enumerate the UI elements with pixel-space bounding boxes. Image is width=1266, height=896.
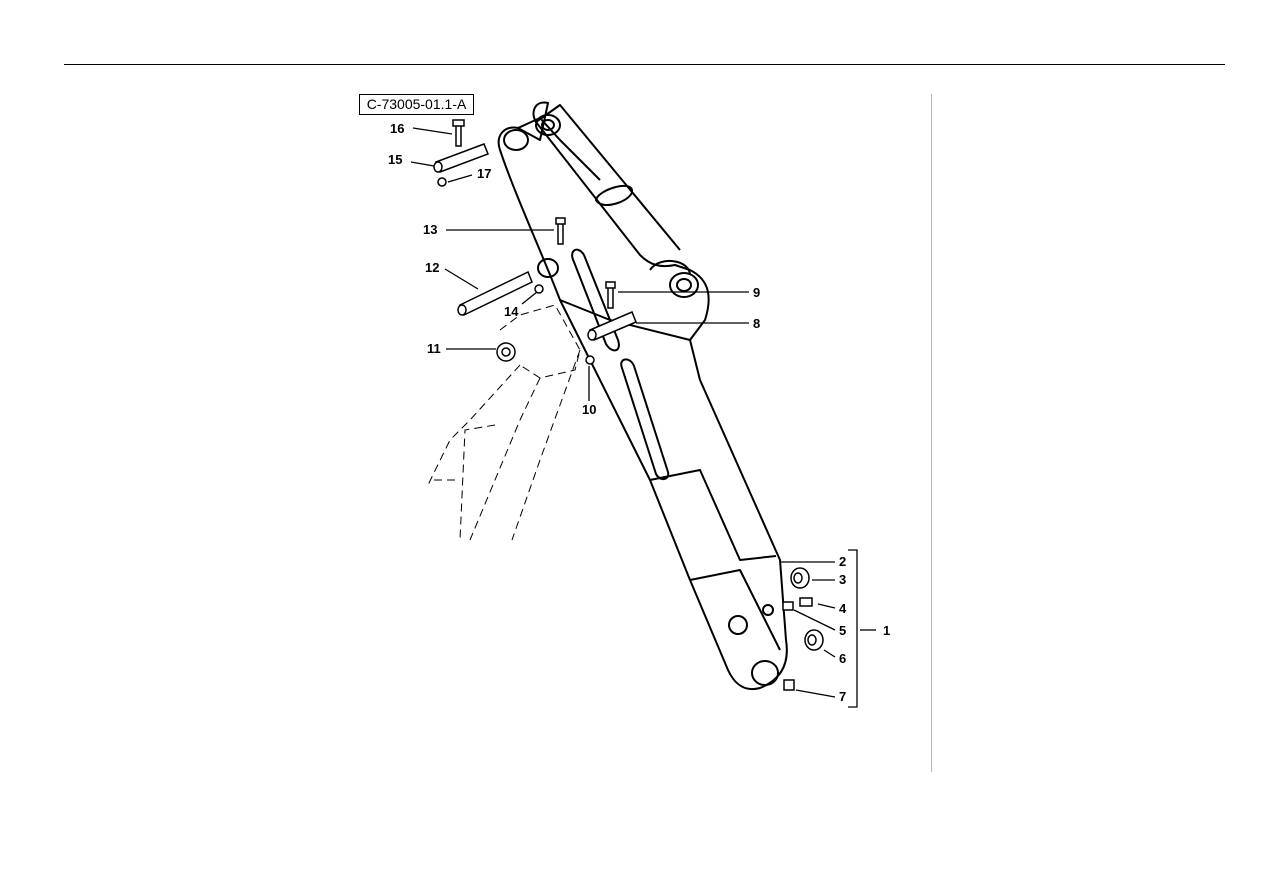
- callout-8: 8: [753, 316, 760, 331]
- leader-lines: [410, 127, 876, 708]
- callout-11: 11: [427, 341, 441, 356]
- column-divider: [931, 94, 932, 772]
- callout-9: 9: [753, 285, 760, 300]
- callout-12: 12: [425, 260, 439, 275]
- callout-13: 13: [423, 222, 437, 237]
- callout-15: 15: [388, 152, 402, 167]
- callout-10: 10: [582, 402, 596, 417]
- figure-id-label: C-73005-01.1-A: [359, 94, 474, 115]
- callout-16: 16: [390, 121, 404, 136]
- callout-14: 14: [504, 304, 519, 319]
- frame-phantom-lines: [427, 304, 581, 541]
- callout-7: 7: [839, 689, 846, 704]
- header-rule: [64, 64, 1225, 65]
- boom-arm: [497, 101, 788, 690]
- callout-2: 2: [839, 554, 846, 569]
- pins-and-hardware: [433, 119, 824, 691]
- callout-1: 1: [883, 623, 890, 638]
- callout-4: 4: [839, 601, 847, 616]
- callout-5: 5: [839, 623, 846, 638]
- callout-labels: 1 2 3 4 5 6 7 8 9 10 11 12 13 14 15 16 1…: [388, 121, 890, 704]
- callout-6: 6: [839, 651, 846, 666]
- callout-3: 3: [839, 572, 846, 587]
- callout-17: 17: [477, 166, 491, 181]
